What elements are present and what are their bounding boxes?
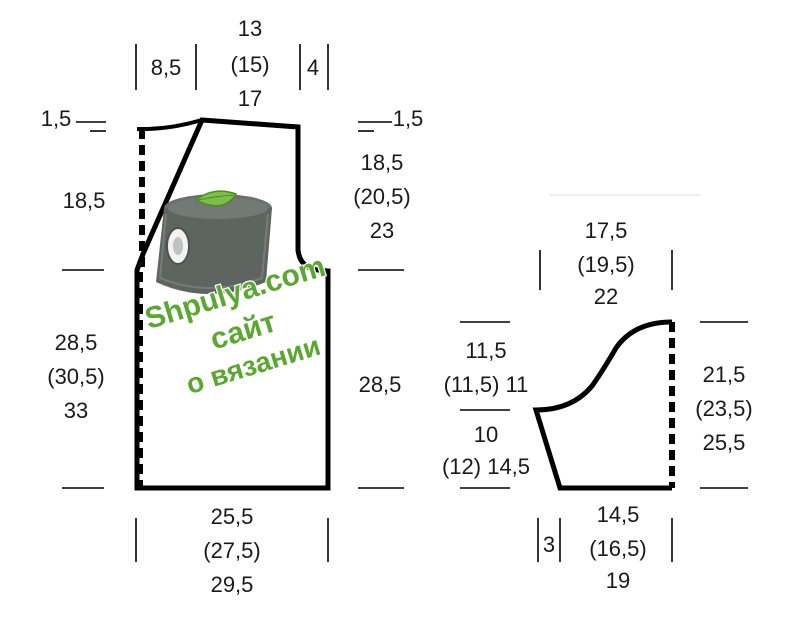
back-left-side-label-3: 33: [64, 398, 88, 423]
sleeve-height-label-1: 21,5: [703, 362, 746, 387]
sleeve-lower-left-label-2: (12) 14,5: [442, 454, 530, 479]
back-neck-depth-label: 18,5: [63, 188, 106, 213]
sleeve-lower-left-label-1: 10: [474, 422, 498, 447]
sleeve-outline: [532, 319, 673, 491]
sleeve-bottom-left-label: 3: [543, 532, 555, 557]
back-left-side-label-1: 28,5: [55, 330, 98, 355]
sleeve-top-width-label-2: (19,5): [577, 252, 634, 277]
back-left-drop-label: 1,5: [41, 106, 72, 131]
sleeve-top-width-label-3: 22: [594, 284, 618, 309]
sleeve-upper-left-label-2: (11,5) 11: [444, 372, 529, 397]
sleeve-top-width-label-1: 17,5: [585, 218, 628, 243]
yarn-spool-icon: [156, 190, 272, 294]
back-bottom-width-label-2: (27,5): [203, 538, 260, 563]
back-bottom-width-label-3: 29,5: [211, 572, 254, 597]
sleeve-height-label-3: 25,5: [703, 430, 746, 455]
sleeve-piece: 17,5 (19,5) 22 11,5 (11,5) 11 10 (12) 14…: [442, 194, 753, 593]
back-top-right-label: 4: [307, 55, 319, 80]
back-top-width-label-1: 13: [238, 16, 262, 41]
sleeve-bottom-width-label-2: (16,5): [589, 536, 646, 561]
back-top-width-label-2: (15): [230, 52, 269, 77]
back-bottom-width-label-1: 25,5: [211, 504, 254, 529]
sleeve-upper-left-label-1: 11,5: [465, 338, 506, 363]
sleeve-height-label-2: (23,5): [695, 396, 752, 421]
back-piece: 8,5 13 (15) 17 4 1,5 1,5 18,5 18,5 (20,5…: [41, 16, 424, 597]
back-top-width-label-3: 17: [238, 86, 262, 111]
back-right-side-label: 28,5: [359, 372, 402, 397]
sleeve-bottom-width-label-3: 19: [606, 568, 630, 593]
back-right-drop-label: 1,5: [393, 106, 424, 131]
back-neck-curve: [147, 118, 203, 131]
back-armhole-label-1: 18,5: [361, 150, 404, 175]
sleeve-bottom-width-label-1: 14,5: [597, 502, 640, 527]
back-top-left-label: 8,5: [151, 55, 182, 80]
back-left-side-label-2: (30,5): [47, 364, 104, 389]
watermark: Shpulya.com сайт о вязании: [140, 190, 331, 401]
back-armhole-label-3: 23: [370, 218, 394, 243]
sleeve-dimension-lines: [460, 194, 748, 562]
back-armhole-label-2: (20,5): [353, 184, 410, 209]
back-dimension-lines: [62, 44, 404, 562]
